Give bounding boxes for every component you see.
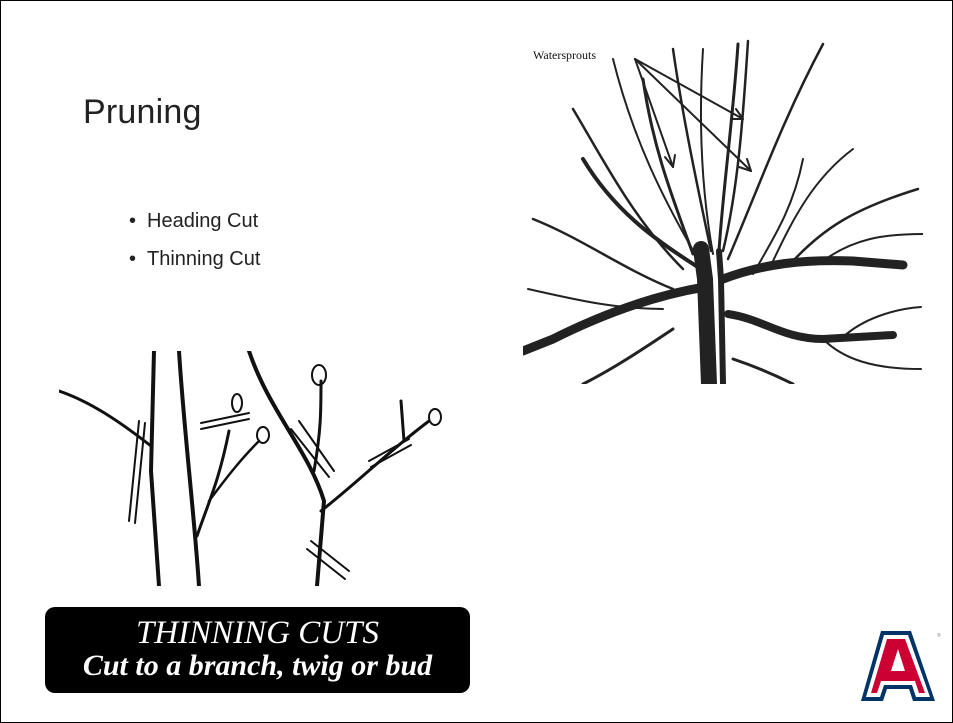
svg-text:®: ®: [937, 632, 941, 639]
bullet-item: •Heading Cut: [129, 207, 260, 245]
bullet-list: •Heading Cut •Thinning Cut: [129, 207, 260, 283]
bullet-thinning-cut: Thinning Cut: [147, 248, 260, 270]
thinning-cuts-banner: THINNING CUTS Cut to a branch, twig or b…: [45, 607, 470, 693]
banner-title: THINNING CUTS: [45, 615, 470, 651]
bullet-item: •Thinning Cut: [129, 245, 260, 283]
thinning-cuts-illustration: [59, 351, 459, 586]
university-logo-icon: ®: [853, 627, 943, 707]
watersprouts-tree-illustration: Watersprouts: [523, 39, 923, 384]
watersprouts-label: Watersprouts: [533, 48, 596, 62]
bullet-heading-cut: Heading Cut: [147, 210, 258, 232]
slide-title: Pruning: [83, 93, 202, 132]
banner-subtitle: Cut to a branch, twig or bud: [45, 649, 470, 683]
